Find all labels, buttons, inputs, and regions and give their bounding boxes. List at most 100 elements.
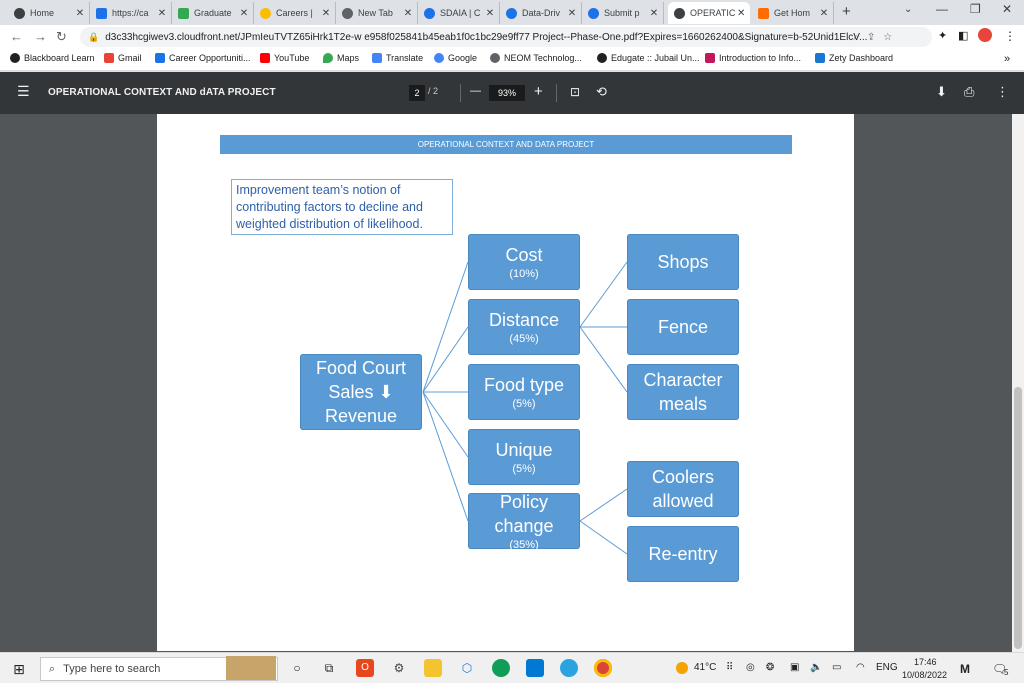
- connector-line: [579, 520, 628, 555]
- office-icon[interactable]: O: [356, 659, 374, 677]
- close-icon[interactable]: ✕: [239, 7, 249, 19]
- back-icon[interactable]: ←: [10, 29, 23, 44]
- minimize-icon[interactable]: —: [936, 2, 948, 16]
- notification-icon[interactable]: 🗨: [992, 662, 1008, 676]
- clock-time[interactable]: 17:46: [914, 657, 937, 667]
- tab-get-home[interactable]: Get Hom✕: [752, 2, 834, 24]
- tray-icon[interactable]: ▣: [790, 662, 800, 673]
- tab-new-tab[interactable]: New Tab✕: [336, 2, 418, 24]
- clock-date[interactable]: 10/08/2022: [902, 670, 948, 680]
- hamburger-icon[interactable]: ☰: [17, 83, 30, 99]
- scrollbar-thumb[interactable]: [1014, 387, 1022, 649]
- language-indicator[interactable]: ENG: [876, 662, 898, 673]
- shield-icon[interactable]: ⬡: [461, 661, 473, 675]
- close-icon[interactable]: ✕: [567, 7, 577, 19]
- shield-icon: [705, 53, 715, 63]
- download-icon[interactable]: ⬇: [936, 84, 947, 99]
- bookmark-maps[interactable]: Maps: [323, 53, 359, 63]
- bookmark-edugate[interactable]: Edugate :: Jubail Un...: [597, 53, 700, 63]
- windows-start-icon[interactable]: ⊞: [13, 661, 25, 677]
- zoom-icon[interactable]: ⌕: [853, 31, 859, 43]
- close-icon[interactable]: ✕: [819, 7, 829, 19]
- sf-icon: [155, 53, 165, 63]
- browser-chrome: Home✕ https://ca✕ Graduate✕ Careers |✕ N…: [0, 0, 1024, 72]
- fit-page-icon[interactable]: ⊡: [570, 85, 581, 99]
- connector-line: [422, 391, 469, 522]
- coursera-icon: [506, 7, 517, 19]
- share-icon[interactable]: ⇪: [866, 31, 876, 43]
- tab-ca[interactable]: https://ca✕: [90, 2, 172, 24]
- tab-search-icon[interactable]: ⌄: [904, 4, 913, 15]
- bookmark-translate[interactable]: Translate: [372, 53, 423, 63]
- wifi-icon[interactable]: ◠: [856, 662, 865, 673]
- bookmark-youtube[interactable]: YouTube: [260, 53, 309, 63]
- bookmark-gmail[interactable]: Gmail: [104, 53, 142, 63]
- star-icon[interactable]: ☆: [883, 31, 893, 43]
- zoom-out-button[interactable]: —: [470, 85, 481, 97]
- close-icon[interactable]: ✕: [649, 7, 659, 19]
- meet-now-icon[interactable]: M: [960, 662, 970, 676]
- weather-temperature[interactable]: 41°C: [694, 662, 717, 673]
- coursera-icon: [588, 7, 599, 19]
- close-icon[interactable]: ✕: [736, 7, 746, 19]
- close-icon[interactable]: ✕: [403, 7, 413, 19]
- bookmark-zety[interactable]: Zety Dashboard: [815, 53, 893, 63]
- close-icon[interactable]: ✕: [321, 7, 331, 19]
- close-icon[interactable]: ✕: [157, 7, 167, 19]
- zoom-in-button[interactable]: +: [534, 83, 543, 100]
- restore-icon[interactable]: ❐: [970, 2, 981, 16]
- telegram-icon[interactable]: [560, 659, 578, 677]
- forward-icon[interactable]: →: [34, 29, 47, 44]
- document-banner: OPERATIONAL CONTEXT AND DATA PROJECT: [220, 135, 792, 154]
- edge-icon[interactable]: [492, 659, 510, 677]
- window-close-icon[interactable]: ✕: [1002, 2, 1013, 16]
- bookmark-intro-info[interactable]: Introduction to Info...: [705, 53, 801, 63]
- youtube-icon: [260, 53, 270, 63]
- bookmark-neom[interactable]: NEOM Technolog...: [490, 53, 582, 63]
- tray-icon[interactable]: ⠿: [726, 662, 734, 673]
- subfactor-node-fence: Fence: [627, 299, 739, 355]
- file-explorer-icon[interactable]: [424, 659, 442, 677]
- tab-careers[interactable]: Careers |✕: [254, 2, 336, 24]
- sidepanel-icon[interactable]: ◧: [958, 30, 969, 42]
- tab-data-driven[interactable]: Data-Driv✕: [500, 2, 582, 24]
- close-icon[interactable]: ✕: [75, 7, 85, 19]
- battery-icon[interactable]: ▭: [832, 662, 842, 673]
- url-text: d3c33hcgiwev3.cloudfront.net/JPmIeuTVTZ6…: [105, 31, 868, 43]
- bookmark-career[interactable]: Career Opportuniti...: [155, 53, 251, 63]
- taskbar: ⊞ ⌕ Type here to search ○ ⧉ O ⚙ ⬡ 41°C ⠿…: [0, 652, 1024, 683]
- volume-icon[interactable]: 🔈: [810, 662, 823, 673]
- close-icon[interactable]: ✕: [485, 7, 495, 19]
- pdf-page: OPERATIONAL CONTEXT AND DATA PROJECT Imp…: [157, 114, 854, 651]
- cortana-icon[interactable]: ○: [293, 661, 301, 675]
- bookmark-google[interactable]: Google: [434, 53, 477, 63]
- bookmark-blackboard[interactable]: Blackboard Learn: [10, 53, 95, 63]
- zoom-input[interactable]: 93%: [489, 85, 525, 101]
- page-number-input[interactable]: 2: [409, 85, 425, 101]
- more-actions-icon[interactable]: ⋮: [996, 84, 1009, 99]
- tab-submit[interactable]: Submit p✕: [582, 2, 664, 24]
- connector-line: [422, 261, 469, 393]
- chrome-tray-icon[interactable]: ◎: [746, 662, 755, 673]
- new-tab-button[interactable]: +: [842, 3, 851, 20]
- menu-icon[interactable]: ⋮: [1004, 29, 1016, 43]
- scrollbar[interactable]: [1012, 114, 1024, 652]
- reload-icon[interactable]: ↻: [56, 29, 67, 44]
- chrome-taskbar-icon[interactable]: [594, 659, 612, 677]
- tab-operational[interactable]: OPERATIC✕: [668, 2, 750, 24]
- task-view-icon[interactable]: ⧉: [324, 661, 334, 675]
- tab-home[interactable]: Home✕: [8, 2, 90, 24]
- mail-icon[interactable]: [526, 659, 544, 677]
- settings-icon[interactable]: ⚙: [393, 661, 405, 675]
- extensions-icon[interactable]: ✦: [938, 30, 948, 42]
- tab-graduate[interactable]: Graduate✕: [172, 2, 254, 24]
- bookmarks-more-button[interactable]: »: [1004, 53, 1011, 65]
- print-icon[interactable]: ⎙: [964, 84, 975, 99]
- divider: [460, 84, 461, 102]
- tray-icon[interactable]: ❂: [766, 662, 775, 673]
- factor-node-distance: Distance (45%): [468, 299, 580, 355]
- address-bar[interactable]: 🔒 d3c33hcgiwev3.cloudfront.net/JPmIeuTVT…: [80, 27, 932, 47]
- rotate-icon[interactable]: ⟲: [596, 84, 607, 99]
- profile-avatar[interactable]: [978, 28, 992, 42]
- tab-sdaia[interactable]: SDAIA | C✕: [418, 2, 500, 24]
